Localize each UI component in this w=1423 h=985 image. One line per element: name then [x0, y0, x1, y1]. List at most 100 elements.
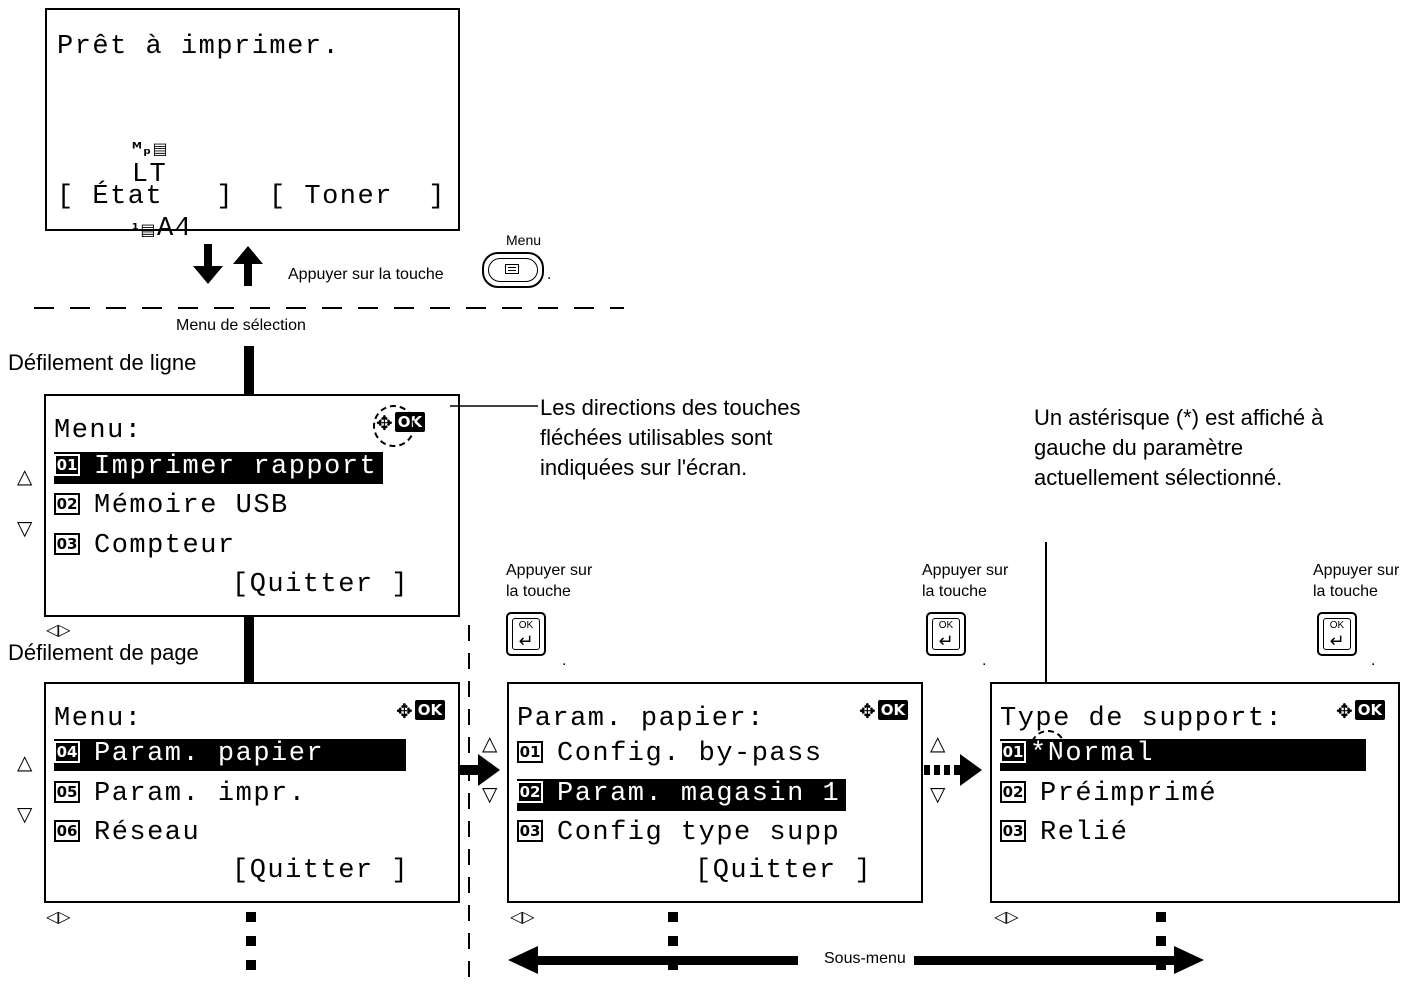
ok-key-2[interactable]: OK↵ — [926, 612, 966, 656]
type-item-1[interactable]: 01*Normal — [1000, 739, 1366, 771]
menu-key-icon[interactable] — [482, 252, 544, 288]
paper-item-2[interactable]: 02 Param. magasin 1 — [517, 779, 847, 811]
softkey-toner[interactable]: [ Toner ] — [269, 182, 447, 212]
annotation-arrows-text: Les directions des touches fléchées util… — [540, 395, 801, 480]
menu1-item-1[interactable]: 01 Imprimer rapport — [54, 452, 384, 484]
menu1-item-2[interactable]: 02 Mémoire USB — [54, 493, 289, 520]
arrow-up-icon — [233, 246, 263, 286]
menu-key-period: . — [547, 266, 552, 283]
paper-left: LT — [131, 160, 168, 190]
menu-screen-1: Menu: ✥OK 01 Imprimer rapport 02 Mémoire U… — [44, 394, 460, 617]
continuation-dot — [668, 936, 678, 946]
down-triangle-icon: ▽ — [930, 782, 946, 806]
type-item-2[interactable]: 02 Préimprimé — [1000, 781, 1217, 808]
left-right-triangle-icon: ◁▷ — [510, 907, 535, 926]
paper-softkey-quit[interactable]: [Quitter ] — [695, 856, 873, 886]
type-item-3[interactable]: 03 Relié — [1000, 820, 1129, 847]
highlight-circle — [373, 405, 415, 447]
item-label: Config. by-pass — [557, 739, 823, 769]
vertical-bar-top — [244, 346, 254, 396]
left-right-triangle-icon: ◁▷ — [46, 620, 71, 639]
softkey-status[interactable]: [ État ] — [57, 182, 235, 212]
ready-message: Prêt à imprimer. — [57, 32, 341, 62]
item-label: Relié — [1040, 818, 1129, 848]
menu1-softkey-quit[interactable]: [Quitter ] — [232, 570, 410, 600]
down-up-arrows — [193, 244, 263, 286]
submenu-label: Sous-menu — [820, 950, 910, 968]
ok-icon: OK — [877, 700, 909, 720]
ok-key-1[interactable]: OK↵ — [506, 612, 546, 656]
continuation-dot — [246, 912, 256, 922]
down-triangle-icon: ▽ — [17, 802, 33, 826]
item-label: Préimprimé — [1040, 779, 1218, 809]
item-label: Param. magasin 1 — [557, 779, 841, 809]
continuation-dot — [1156, 936, 1166, 946]
left-right-triangle-icon: ◁▷ — [46, 907, 71, 926]
menu2-item-3[interactable]: 06 Réseau — [54, 820, 200, 847]
press-ok-1-period: . — [562, 652, 567, 669]
menu2-item-1[interactable]: 04 Param. papier — [54, 739, 407, 771]
up-triangle-icon: △ — [482, 731, 498, 755]
item-number-badge: 03 — [517, 820, 543, 842]
item-label: Imprimer rapport — [94, 452, 378, 482]
up-triangle-icon: △ — [17, 464, 33, 488]
item-label: *Normal — [1030, 739, 1154, 769]
line-scroll-label: Défilement de ligne — [8, 350, 197, 375]
menu2-softkey-quit[interactable]: [Quitter ] — [232, 856, 410, 886]
item-number-badge: 03 — [54, 533, 80, 555]
up-triangle-icon: △ — [17, 750, 33, 774]
annotation-leader-arrows — [450, 405, 538, 407]
press-ok-3-period: . — [1371, 652, 1376, 669]
press-ok-2-period: . — [982, 652, 987, 669]
menu2-nav-indicator: ✥OK — [396, 698, 446, 723]
type-title: Type de support: — [1000, 704, 1284, 734]
vertical-bar-mid — [244, 617, 254, 683]
item-number-badge: 03 — [1000, 820, 1026, 842]
paper-nav-indicator: ✥OK — [859, 700, 909, 721]
down-triangle-icon: ▽ — [17, 516, 33, 540]
item-label: Réseau — [94, 818, 201, 848]
menu1-nav-indicator: ✥OK — [376, 410, 426, 435]
asterisk-highlight-circle — [1030, 730, 1066, 766]
menu2-title: Menu: — [54, 704, 143, 734]
item-number-badge: 02 — [1000, 781, 1026, 803]
submenu-double-arrow — [508, 946, 1204, 974]
arrow-down-icon — [193, 244, 223, 284]
ready-screen: Prêt à imprimer. ᴹₚ▤ LT ¹▤A4 [ État ] [ … — [45, 8, 460, 243]
item-number-badge: 04 — [54, 741, 80, 763]
paper-status-line: ᴹₚ▤ LT ¹▤A4 — [61, 108, 192, 270]
ok-icon: OK — [414, 700, 446, 720]
item-label: Mémoire USB — [94, 491, 289, 521]
dashed-separator — [34, 307, 624, 309]
continuation-dot — [246, 960, 256, 970]
ok-key-3[interactable]: OK↵ — [1317, 612, 1357, 656]
item-label: Param. impr. — [94, 779, 307, 809]
menu-key-instruction: Appuyer sur la touche — [288, 266, 444, 283]
tray1-icon: ¹▤ — [131, 220, 157, 239]
annotation-asterisk-text: Un astérisque (*) est affiché à gauche d… — [1034, 405, 1324, 490]
item-number-badge: 06 — [54, 820, 80, 842]
item-number-badge: 01 — [54, 454, 80, 476]
four-way-arrow-icon: ✥ — [376, 410, 393, 435]
four-way-arrow-icon: ✥ — [396, 698, 413, 723]
item-number-badge: 02 — [54, 493, 80, 515]
menu1-title: Menu: — [54, 416, 143, 446]
section-label: Menu de sélection — [176, 317, 306, 334]
page-scroll-label: Défilement de page — [8, 640, 199, 665]
arrow-right-dotted-icon — [924, 754, 982, 786]
down-triangle-icon: ▽ — [482, 782, 498, 806]
item-label: Param. papier — [94, 739, 325, 769]
arrow-right-icon — [458, 754, 500, 786]
item-number-badge: 02 — [517, 781, 543, 803]
continuation-dot — [246, 936, 256, 946]
